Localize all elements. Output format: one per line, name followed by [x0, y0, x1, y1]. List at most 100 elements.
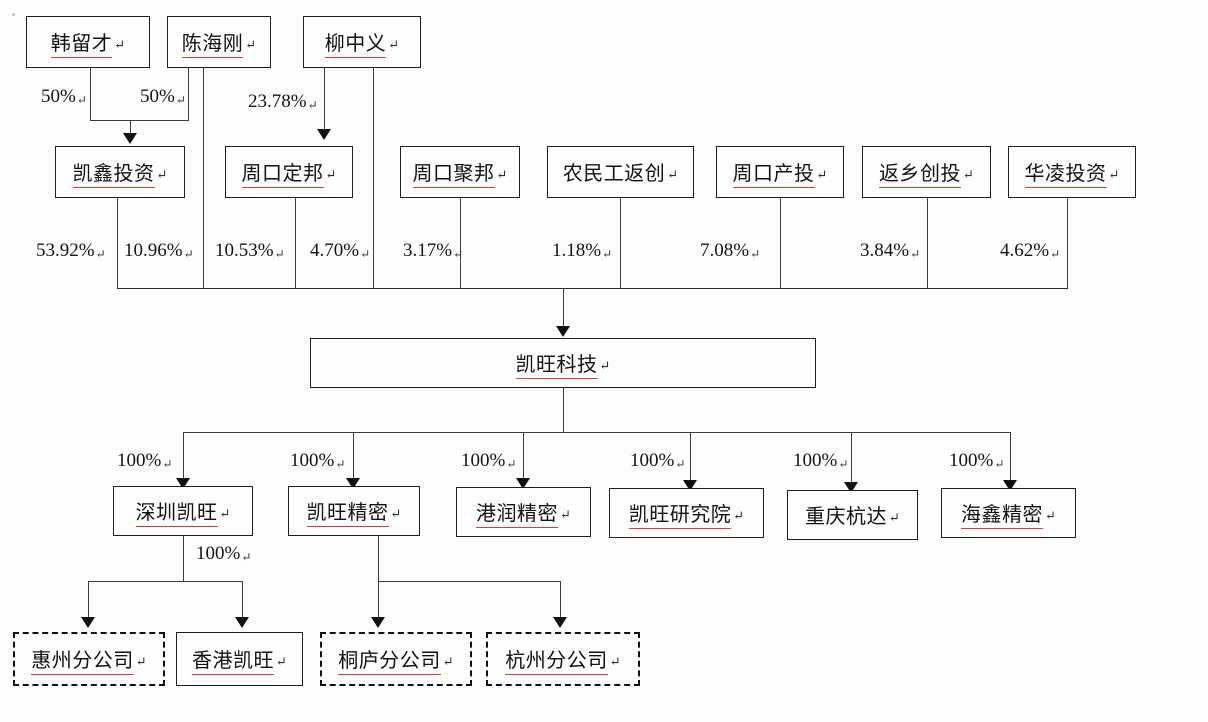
edge-chantou-down — [780, 198, 781, 288]
node-person-chen[interactable]: 陈海刚↵ — [167, 16, 271, 68]
edge-to-jingmi — [353, 432, 354, 482]
edge-nongmingong-down — [620, 198, 621, 288]
node-subsidiary-yanjiuyuan[interactable]: 凯旺研究院↵ — [609, 488, 764, 538]
pilcrow-mark: ↵ — [816, 167, 828, 182]
node-person-liu[interactable]: 柳中义↵ — [303, 16, 421, 68]
edge-to-hongkong — [242, 581, 243, 621]
node-shareholder-jubang[interactable]: 周口聚邦↵ — [400, 146, 520, 198]
node-subsidiary-haixin[interactable]: 海鑫精密↵ — [941, 488, 1076, 538]
edge-core-down — [563, 388, 564, 432]
node-subsidiary-hangda[interactable]: 重庆杭达↵ — [787, 490, 918, 540]
pct-value: 50% — [41, 86, 76, 107]
pct-chen-to-kaixin: 50%↵ — [140, 86, 186, 108]
pct-shenzhen-branch: 100%↵ — [196, 543, 251, 565]
pilcrow-mark: ↵ — [162, 457, 173, 471]
node-subsidiary-jingmi[interactable]: 凯旺精密↵ — [288, 486, 420, 536]
pilcrow-mark: ↵ — [609, 654, 621, 669]
node-branch-hongkong[interactable]: 香港凯旺↵ — [176, 632, 303, 686]
node-core-kaiwang[interactable]: 凯旺科技↵ — [310, 338, 816, 388]
pilcrow-mark: ↵ — [1108, 167, 1120, 182]
node-shareholder-kaixin[interactable]: 凯鑫投资↵ — [55, 146, 185, 198]
pct-hualing: 4.62%↵ — [1000, 240, 1060, 262]
pct-value: 7.08% — [700, 240, 750, 261]
edge-jingmi-down — [378, 536, 379, 621]
pct-fanxiang: 3.84%↵ — [860, 240, 920, 262]
jingmi-branch-bar — [378, 581, 560, 582]
pct-dingbang: 10.53%↵ — [215, 240, 285, 262]
arrowhead-hongkong — [235, 617, 249, 628]
node-label: 港润精密 — [476, 497, 559, 528]
pilcrow-mark: ↵ — [95, 247, 106, 261]
node-shareholder-hualing[interactable]: 华凌投资↵ — [1008, 146, 1136, 198]
node-label: 凯旺精密 — [306, 496, 389, 527]
node-label: 韩留才 — [50, 27, 113, 58]
node-shareholder-chantou[interactable]: 周口产投↵ — [716, 146, 844, 198]
node-person-han[interactable]: 韩留才↵ — [26, 16, 150, 68]
pct-value: 3.84% — [860, 240, 910, 261]
pct-haixin: 100%↵ — [949, 450, 1004, 472]
pct-yanjiuyuan: 100%↵ — [630, 450, 685, 472]
pct-hangda: 100%↵ — [793, 450, 848, 472]
pct-liu-direct: 4.70%↵ — [310, 240, 370, 262]
node-branch-hangzhou[interactable]: 杭州分公司↵ — [486, 632, 640, 686]
node-shareholder-nongmingong[interactable]: 农民工返创↵ — [547, 146, 694, 198]
pct-jubang: 3.17%↵ — [403, 240, 463, 262]
node-label: 桐庐分公司 — [338, 644, 441, 675]
pct-value: 100% — [949, 450, 994, 471]
edge-chen-direct-down — [203, 68, 204, 288]
pct-value: 10.96% — [124, 240, 183, 261]
arrowhead-to-dingbang — [317, 129, 331, 140]
pilcrow-mark: ↵ — [307, 98, 318, 112]
pct-value: 50% — [140, 86, 175, 107]
pct-value: 100% — [793, 450, 838, 471]
arrowhead-to-core — [556, 326, 570, 337]
edge-jubang-down — [460, 198, 461, 288]
pilcrow-mark: ↵ — [889, 510, 900, 525]
node-shareholder-fanxiang[interactable]: 返乡创投↵ — [862, 146, 991, 198]
node-subsidiary-gangrun[interactable]: 港润精密↵ — [456, 487, 591, 537]
edge-han-down — [90, 68, 91, 121]
pct-value: 1.18% — [552, 240, 602, 261]
pilcrow-mark: ↵ — [388, 37, 400, 52]
node-label: 深圳凯旺 — [135, 496, 218, 527]
pct-value: 4.70% — [310, 240, 360, 261]
edge-to-yanjiuyuan — [690, 432, 691, 484]
edge-liu-direct-down — [373, 68, 374, 288]
node-subsidiary-shenzhen[interactable]: 深圳凯旺↵ — [113, 486, 253, 536]
pilcrow-mark: ↵ — [733, 508, 745, 523]
pct-value: 100% — [461, 450, 506, 471]
pilcrow-mark: ↵ — [599, 358, 611, 373]
pct-gangrun: 100%↵ — [461, 450, 516, 472]
pct-value: 100% — [630, 450, 675, 471]
edge-to-gangrun — [523, 432, 524, 482]
pilcrow-mark: ↵ — [114, 37, 126, 52]
pct-value: 100% — [196, 543, 241, 564]
arrowhead-tonglu — [371, 617, 385, 628]
node-shareholder-dingbang[interactable]: 周口定邦↵ — [225, 146, 353, 198]
pilcrow-mark: ↵ — [602, 247, 613, 261]
node-label: 凯鑫投资 — [72, 157, 155, 188]
pilcrow-mark: ↵ — [241, 550, 252, 564]
node-label: 柳中义 — [324, 27, 387, 58]
node-label: 杭州分公司 — [505, 644, 608, 675]
arrowhead-huizhou — [81, 617, 95, 628]
node-label: 重庆杭达 — [805, 506, 888, 528]
arrowhead-gangrun — [516, 478, 530, 489]
pct-chen-direct: 10.96%↵ — [124, 240, 194, 262]
node-branch-tonglu[interactable]: 桐庐分公司↵ — [320, 632, 472, 686]
arrowhead-to-kaixin — [123, 133, 137, 144]
pct-value: 4.62% — [1000, 240, 1050, 261]
edge-shenzhen-down — [183, 536, 184, 581]
shareholder-bus-line — [117, 288, 1068, 289]
node-label: 陈海刚 — [181, 27, 244, 58]
node-branch-huizhou[interactable]: 惠州分公司↵ — [13, 632, 165, 686]
pct-liu-to-dingbang: 23.78%↵ — [248, 91, 318, 113]
arrowhead-hangda — [844, 482, 858, 493]
edge-to-huizhou — [88, 581, 89, 621]
edge-fanxiang-down — [927, 198, 928, 288]
pilcrow-mark: ↵ — [750, 247, 761, 261]
pilcrow-mark: ↵ — [994, 457, 1005, 471]
pilcrow-mark: ↵ — [335, 457, 346, 471]
node-label: 凯旺研究院 — [628, 498, 732, 529]
